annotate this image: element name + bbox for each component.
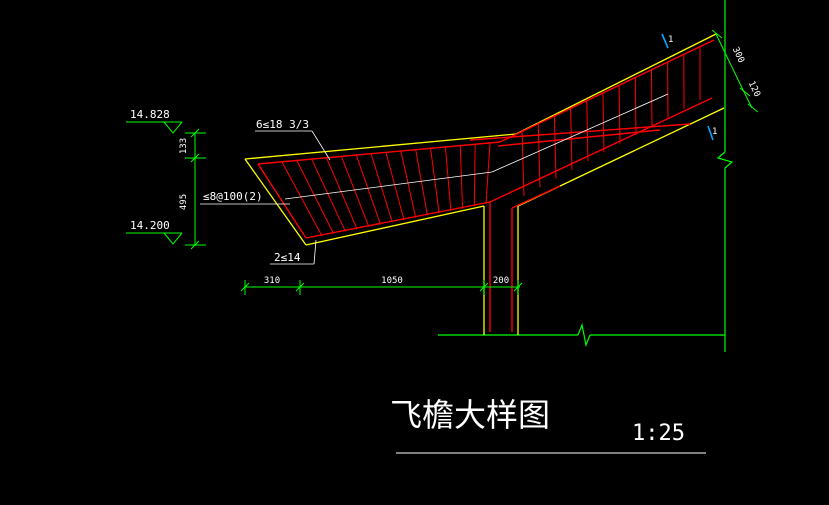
dimension-495: 495 <box>179 194 189 210</box>
stirrup <box>553 114 557 179</box>
stirrup <box>355 155 382 225</box>
section-mark-upper: 1 <box>661 33 673 49</box>
stirrup <box>473 144 476 207</box>
stirrup <box>370 153 393 223</box>
stirrup <box>618 84 621 144</box>
elevation-marker-top <box>126 121 183 134</box>
elevation-top: 14.828 <box>130 108 170 121</box>
stirrup <box>340 156 370 228</box>
rebar-label-top: 6≤18 3/3 <box>256 118 309 131</box>
stirrup <box>296 160 335 234</box>
stirrup <box>326 157 358 230</box>
dimension-300: 300 <box>730 46 746 65</box>
drawing-scale: 1:25 <box>632 421 685 446</box>
dimension-133: 133 <box>179 138 189 154</box>
stirrup <box>385 152 405 221</box>
rebar-label-stirrups: ≤8@100(2) <box>203 190 263 203</box>
dimension-right <box>711 29 759 113</box>
dimension-200: 200 <box>493 276 509 286</box>
stirrup <box>485 142 491 205</box>
elevation-bottom: 14.200 <box>130 219 170 232</box>
dimension-bottom-horizontal <box>240 280 523 295</box>
stirrup <box>537 122 541 188</box>
elevation-marker-bottom <box>126 232 183 245</box>
dimension-120: 120 <box>746 80 762 99</box>
section-mark-lower: 1 <box>707 125 717 141</box>
dimension-1050: 1050 <box>381 276 403 286</box>
rebar-main <box>257 39 715 332</box>
rebar-label-bottom: 2≤14 <box>274 251 301 264</box>
stirrup <box>521 129 525 197</box>
stirrup <box>634 77 637 135</box>
svg-text:1: 1 <box>668 35 673 45</box>
wall-line <box>716 0 734 352</box>
dimension-left-vertical <box>185 128 206 250</box>
stirrup <box>586 99 589 162</box>
stirrup <box>311 159 346 232</box>
stirrup <box>400 151 417 218</box>
stirrup <box>415 149 428 216</box>
rebar-stirrups <box>281 47 701 237</box>
drawing-title: 飞檐大样图 <box>390 396 550 434</box>
stirrup <box>430 148 440 214</box>
stirrup <box>570 107 573 170</box>
stirrup <box>444 147 452 211</box>
svg-text:1: 1 <box>712 127 717 137</box>
center-line <box>284 93 669 200</box>
floor-line <box>438 322 725 348</box>
stirrup <box>459 145 464 209</box>
dimension-310: 310 <box>264 276 280 286</box>
leader-lines <box>200 130 331 265</box>
stirrup <box>650 69 653 127</box>
stirrup <box>281 161 323 237</box>
